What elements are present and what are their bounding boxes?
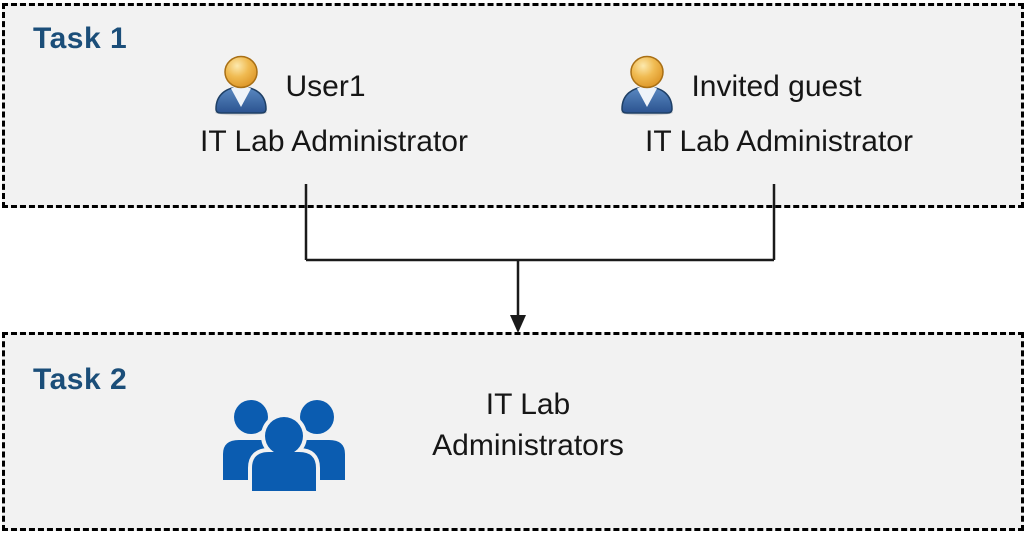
person-icon <box>616 53 678 121</box>
person-row: Invited guest <box>549 55 929 119</box>
task2-box: Task 2 <box>2 332 1024 531</box>
group-name-line1: IT Lab <box>485 388 571 421</box>
person-name: User1 <box>285 70 366 103</box>
person-icon <box>210 53 272 121</box>
person-role: IT Lab Administrator <box>645 125 913 158</box>
task2-label: Task 2 <box>33 363 128 396</box>
arrow-down-icon <box>510 315 526 333</box>
group-name-line2: Administrators <box>432 429 624 462</box>
person-role: IT Lab Administrator <box>200 125 468 158</box>
person-card-invited-guest: Invited guest IT Lab Administrator <box>589 55 969 159</box>
people-group-icon <box>211 390 357 495</box>
group-name: IT Lab Administrators <box>326 384 730 466</box>
task1-box: Task 1 <box>2 3 1024 208</box>
person-card-user1: User1 IT Lab Administrator <box>144 55 524 159</box>
person-row: User1 <box>98 55 478 119</box>
person-name: Invited guest <box>691 70 862 103</box>
task1-label: Task 1 <box>33 22 128 55</box>
